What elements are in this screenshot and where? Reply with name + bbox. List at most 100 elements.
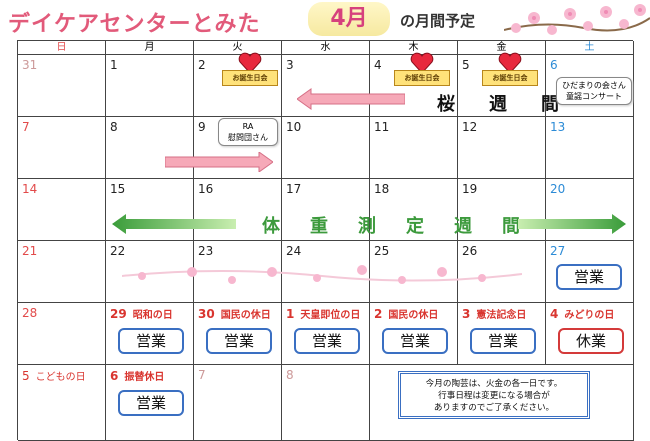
day-cell: 19 [458, 179, 546, 241]
day-cell: 25 [370, 241, 458, 303]
day-cell: 15 [106, 179, 194, 241]
day-cell: 12 [458, 117, 546, 179]
day-number: 20 [550, 182, 566, 196]
heart-icon [498, 52, 522, 74]
weekday-tue: 火 [194, 41, 282, 55]
concert-line-1: ひだまりの会さん [562, 81, 626, 90]
day-number: 10 [286, 120, 302, 134]
day-number: 1 [110, 58, 118, 72]
day-number: 2 [198, 58, 206, 72]
day-number: 15 [110, 182, 126, 196]
weekday-header: 日 月 火 水 木 金 土 [18, 41, 634, 55]
open-badge: 営業 [118, 390, 184, 416]
day-cell: 1 [106, 55, 194, 117]
month-subtitle: の月間予定 [400, 12, 476, 30]
open-badge: 営業 [294, 328, 360, 354]
birthday-badge: お誕生日会 [222, 52, 278, 90]
weekday-sun: 日 [18, 41, 106, 55]
day-number: 1 [286, 307, 295, 321]
day-number: 8 [110, 120, 118, 134]
birthday-banner: お誕生日会 [222, 70, 278, 86]
holiday-name: 昭和の日 [132, 310, 173, 321]
day-cell: 31 [18, 55, 106, 117]
day-number: 5 [462, 58, 470, 72]
day-cell: 7 [194, 365, 282, 441]
day-number: 17 [286, 182, 302, 196]
holiday-name: 国民の休日 [220, 310, 271, 321]
closed-badge: 休業 [558, 328, 624, 354]
day-cell: 20 [546, 179, 634, 241]
day-number: 6 [110, 369, 119, 383]
right-arrow-icon [518, 214, 626, 234]
day-cell: 16 [194, 179, 282, 241]
day-cell: 3 [282, 55, 370, 117]
holiday-name: 天皇即位の日 [300, 310, 361, 321]
holiday-name: こどもの日 [35, 372, 86, 383]
ra-visit-line-2: 慰問団さん [228, 133, 268, 142]
day-number: 23 [198, 244, 214, 258]
day-number: 18 [374, 182, 390, 196]
day-cell: 5 こどもの日 [18, 365, 106, 441]
day-cell: 21 [18, 241, 106, 303]
day-cell: 5 [458, 55, 546, 117]
open-badge: 営業 [118, 328, 184, 354]
day-number: 25 [374, 244, 390, 258]
day-number: 11 [374, 120, 390, 134]
day-number: 7 [198, 368, 206, 382]
day-cell: 27 [546, 241, 634, 303]
day-cell: 8 [106, 117, 194, 179]
day-number: 21 [22, 244, 38, 258]
open-badge: 営業 [206, 328, 272, 354]
open-badge: 営業 [470, 328, 536, 354]
day-number: 16 [198, 182, 214, 196]
day-number: 8 [286, 368, 294, 382]
birthday-badge: お誕生日会 [394, 52, 450, 90]
weekday-mon: 月 [106, 41, 194, 55]
day-cell: 17 [282, 179, 370, 241]
center-title: デイケアセンターとみた [8, 12, 261, 37]
ra-visit-callout: RA 慰問団さん [218, 118, 278, 146]
month-title: 4月 [308, 2, 390, 36]
day-number: 9 [198, 120, 206, 134]
day-cell: 8 [282, 365, 370, 441]
day-cell: 2 [194, 55, 282, 117]
left-arrow-icon [112, 214, 236, 234]
day-number: 24 [286, 244, 302, 258]
day-cell: 26 [458, 241, 546, 303]
notice-line-3: ありますのでご了承ください。 [433, 403, 555, 413]
day-number: 3 [286, 58, 294, 72]
holiday-label: 5 こどもの日 [22, 368, 86, 383]
day-number: 2 [374, 307, 383, 321]
day-cell: 11 [370, 117, 458, 179]
open-badge: 営業 [382, 328, 448, 354]
calendar-grid: 日 月 火 水 木 金 土 31 1 2 3 4 5 6 7 8 9 10 11… [17, 40, 634, 441]
day-cell: 4 [370, 55, 458, 117]
day-cell: 14 [18, 179, 106, 241]
day-number: 28 [22, 306, 38, 320]
heart-icon [410, 52, 434, 74]
day-number: 13 [550, 120, 566, 134]
weight-week-label: 体 重 測 定 週 間 [262, 216, 526, 237]
notice-box: 今月の陶芸は、火金の各一日です。 行事日程は変更になる場合が ありますのでご了承… [398, 371, 590, 419]
notice-line-1: 今月の陶芸は、火金の各一日です。 [425, 379, 563, 389]
day-number: 27 [550, 244, 566, 258]
day-number: 5 [22, 369, 30, 383]
day-number: 19 [462, 182, 478, 196]
concert-callout: ひだまりの会さん 童謡コンサート [556, 77, 632, 105]
day-number: 30 [198, 307, 215, 321]
day-cell: 13 [546, 117, 634, 179]
weekday-sat: 土 [546, 41, 634, 55]
birthday-banner: お誕生日会 [394, 70, 450, 86]
open-badge: 営業 [556, 264, 622, 290]
holiday-name: 憲法記念日 [476, 310, 527, 321]
holiday-label: 1 天皇即位の日 [286, 306, 360, 321]
